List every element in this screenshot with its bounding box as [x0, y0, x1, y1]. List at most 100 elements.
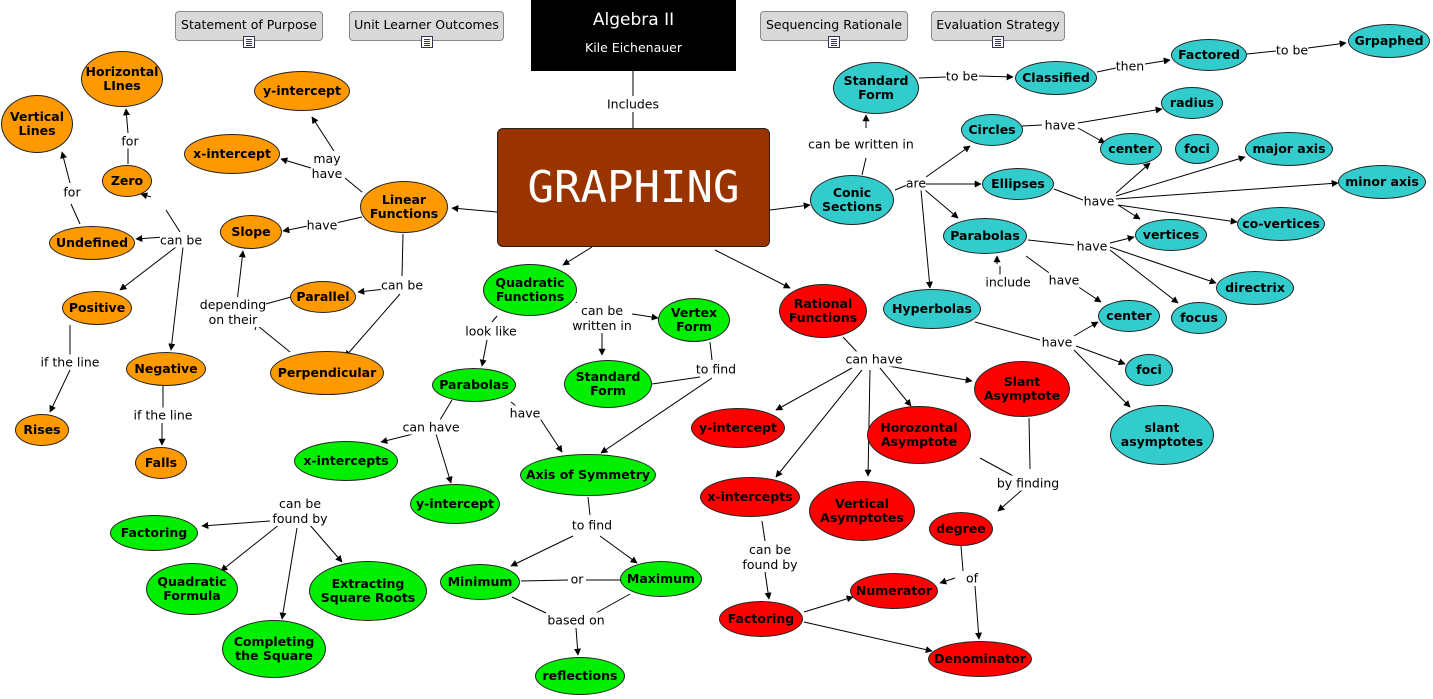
concept-majoraxis[interactable]: major axis: [1245, 132, 1333, 166]
link-label-or: or: [570, 571, 584, 587]
document-icon[interactable]: [992, 36, 1004, 48]
link-label-canbe1: can be: [159, 232, 203, 248]
link-line: [574, 627, 582, 656]
link-line: [70, 203, 81, 225]
concept-foci1[interactable]: foci: [1175, 134, 1219, 164]
document-icon[interactable]: [420, 36, 433, 48]
concept-vert[interactable]: Vertical Lines: [1, 95, 73, 153]
concept-linear[interactable]: Linear Functions: [360, 181, 448, 233]
evaluation-strategy-button[interactable]: Evaluation Strategy: [931, 11, 1065, 48]
concept-axis[interactable]: Axis of Symmetry: [520, 454, 656, 496]
document-icon[interactable]: [828, 36, 840, 48]
link-label-canbefound1: can be found by: [272, 496, 328, 526]
concept-rational[interactable]: Rational Functions: [779, 284, 867, 338]
link-line: [380, 433, 414, 444]
link-label-then: then: [1115, 58, 1145, 74]
concept-yint3[interactable]: y-intercept: [691, 408, 785, 448]
concept-maximum[interactable]: Maximum: [620, 561, 702, 597]
concept-covertices[interactable]: co-vertices: [1237, 207, 1325, 241]
concept-rises[interactable]: Rises: [15, 414, 69, 446]
concept-falls[interactable]: Falls: [135, 447, 187, 479]
concept-stdform1[interactable]: Standard Form: [833, 62, 919, 114]
concept-vertices[interactable]: vertices: [1135, 219, 1207, 251]
link-line: [451, 205, 498, 213]
concept-numerator[interactable]: Numerator: [850, 573, 938, 609]
link-label-for2: for: [63, 184, 81, 200]
concept-slantasym[interactable]: slant asymptotes: [1110, 405, 1214, 465]
concept-xints2[interactable]: x-intercepts: [294, 441, 398, 481]
statement-of-purpose-button[interactable]: Statement of Purpose: [175, 11, 323, 48]
concept-factoring2[interactable]: Factoring: [110, 515, 198, 551]
link-line: [1117, 204, 1238, 225]
concept-yint2[interactable]: y-intercept: [410, 484, 500, 524]
concept-horiz[interactable]: Horizontal LInes: [81, 51, 163, 107]
concept-parab2[interactable]: Parabolas: [432, 368, 516, 402]
central-concept[interactable]: GRAPHING: [497, 128, 770, 247]
link-line: [1028, 417, 1031, 470]
link-line: [201, 520, 271, 530]
concept-horasym[interactable]: Horozontal Asymptote: [867, 406, 971, 464]
link-line: [1115, 162, 1151, 194]
concept-yint1[interactable]: y-intercept: [254, 71, 350, 111]
concept-parallel[interactable]: Parallel: [290, 281, 356, 313]
concept-vertasym[interactable]: Vertical Asymptotes: [809, 481, 915, 541]
concept-hyper[interactable]: Hyperbolas: [883, 289, 981, 329]
concept-directrix[interactable]: directrix: [1216, 271, 1294, 305]
concept-quadform[interactable]: Quadratic Formula: [146, 563, 238, 615]
concept-ellipses[interactable]: Ellipses: [982, 168, 1054, 200]
concept-perp[interactable]: Perpendicular: [270, 351, 384, 395]
sequencing-rationale-button[interactable]: Sequencing Rationale: [760, 11, 908, 48]
concept-classified[interactable]: Classified: [1015, 61, 1097, 95]
concept-circles[interactable]: Circles: [961, 114, 1023, 146]
link-line: [960, 545, 964, 572]
concept-center1[interactable]: center: [1100, 133, 1162, 165]
link-line: [335, 216, 363, 224]
concept-quad[interactable]: Quadratic Functions: [483, 264, 577, 316]
document-icon[interactable]: [243, 36, 255, 48]
concept-factoring3[interactable]: Factoring: [719, 601, 803, 637]
concept-minimum[interactable]: Minimum: [440, 564, 520, 600]
concept-conic[interactable]: Conic Sections: [810, 175, 894, 225]
concept-undef[interactable]: Undefined: [49, 226, 135, 260]
concept-graphed[interactable]: Grpaphed: [1348, 24, 1430, 58]
concept-slope[interactable]: Slope: [220, 215, 282, 249]
concept-xint1[interactable]: x-intercept: [184, 134, 280, 174]
concept-zero[interactable]: Zero: [102, 165, 152, 197]
concept-radius[interactable]: radius: [1161, 87, 1223, 119]
link-line: [1117, 204, 1141, 220]
link-label-tofind2: to find: [571, 517, 613, 533]
unit-learner-outcomes-button[interactable]: Unit Learner Outcomes: [349, 11, 504, 48]
link-label-iftheline2: if the line: [133, 407, 193, 423]
link-line: [344, 177, 363, 193]
link-line: [257, 325, 291, 353]
link-label-basedon: based on: [547, 612, 605, 628]
concept-complete[interactable]: Completing the Square: [222, 620, 326, 678]
concept-extract[interactable]: Extracting Square Roots: [309, 561, 427, 621]
concept-reflections[interactable]: reflections: [535, 657, 625, 695]
link-label-canbe2: can be: [380, 277, 424, 293]
concept-parab1[interactable]: Parabolas: [943, 218, 1027, 254]
concept-xints3[interactable]: x-intercepts: [700, 477, 800, 517]
concept-vertex[interactable]: Vertex Form: [658, 298, 730, 342]
concept-focus[interactable]: focus: [1171, 302, 1227, 334]
link-line: [1021, 124, 1043, 127]
concept-degree[interactable]: degree: [929, 512, 993, 546]
link-label-are: are: [905, 175, 927, 191]
concept-minoraxis[interactable]: minor axis: [1338, 165, 1426, 199]
concept-factored[interactable]: Factored: [1171, 39, 1247, 71]
concept-foci2[interactable]: foci: [1125, 354, 1173, 386]
concept-center2[interactable]: center: [1098, 300, 1160, 332]
link-label-lookslike: look like: [465, 323, 517, 339]
link-line: [510, 535, 574, 567]
link-line: [49, 369, 71, 413]
concept-slant[interactable]: Slant Asymptote: [974, 361, 1070, 417]
concept-denominator[interactable]: Denominator: [928, 641, 1032, 677]
link-line: [939, 577, 956, 585]
concept-positive[interactable]: Positive: [62, 291, 132, 325]
link-line: [520, 579, 569, 582]
link-line: [135, 235, 165, 243]
concept-stdform2[interactable]: Standard Form: [564, 360, 652, 408]
concept-negative[interactable]: Negative: [126, 352, 206, 386]
link-label-canbefound2: can be found by: [742, 542, 798, 572]
link-line: [220, 523, 281, 572]
